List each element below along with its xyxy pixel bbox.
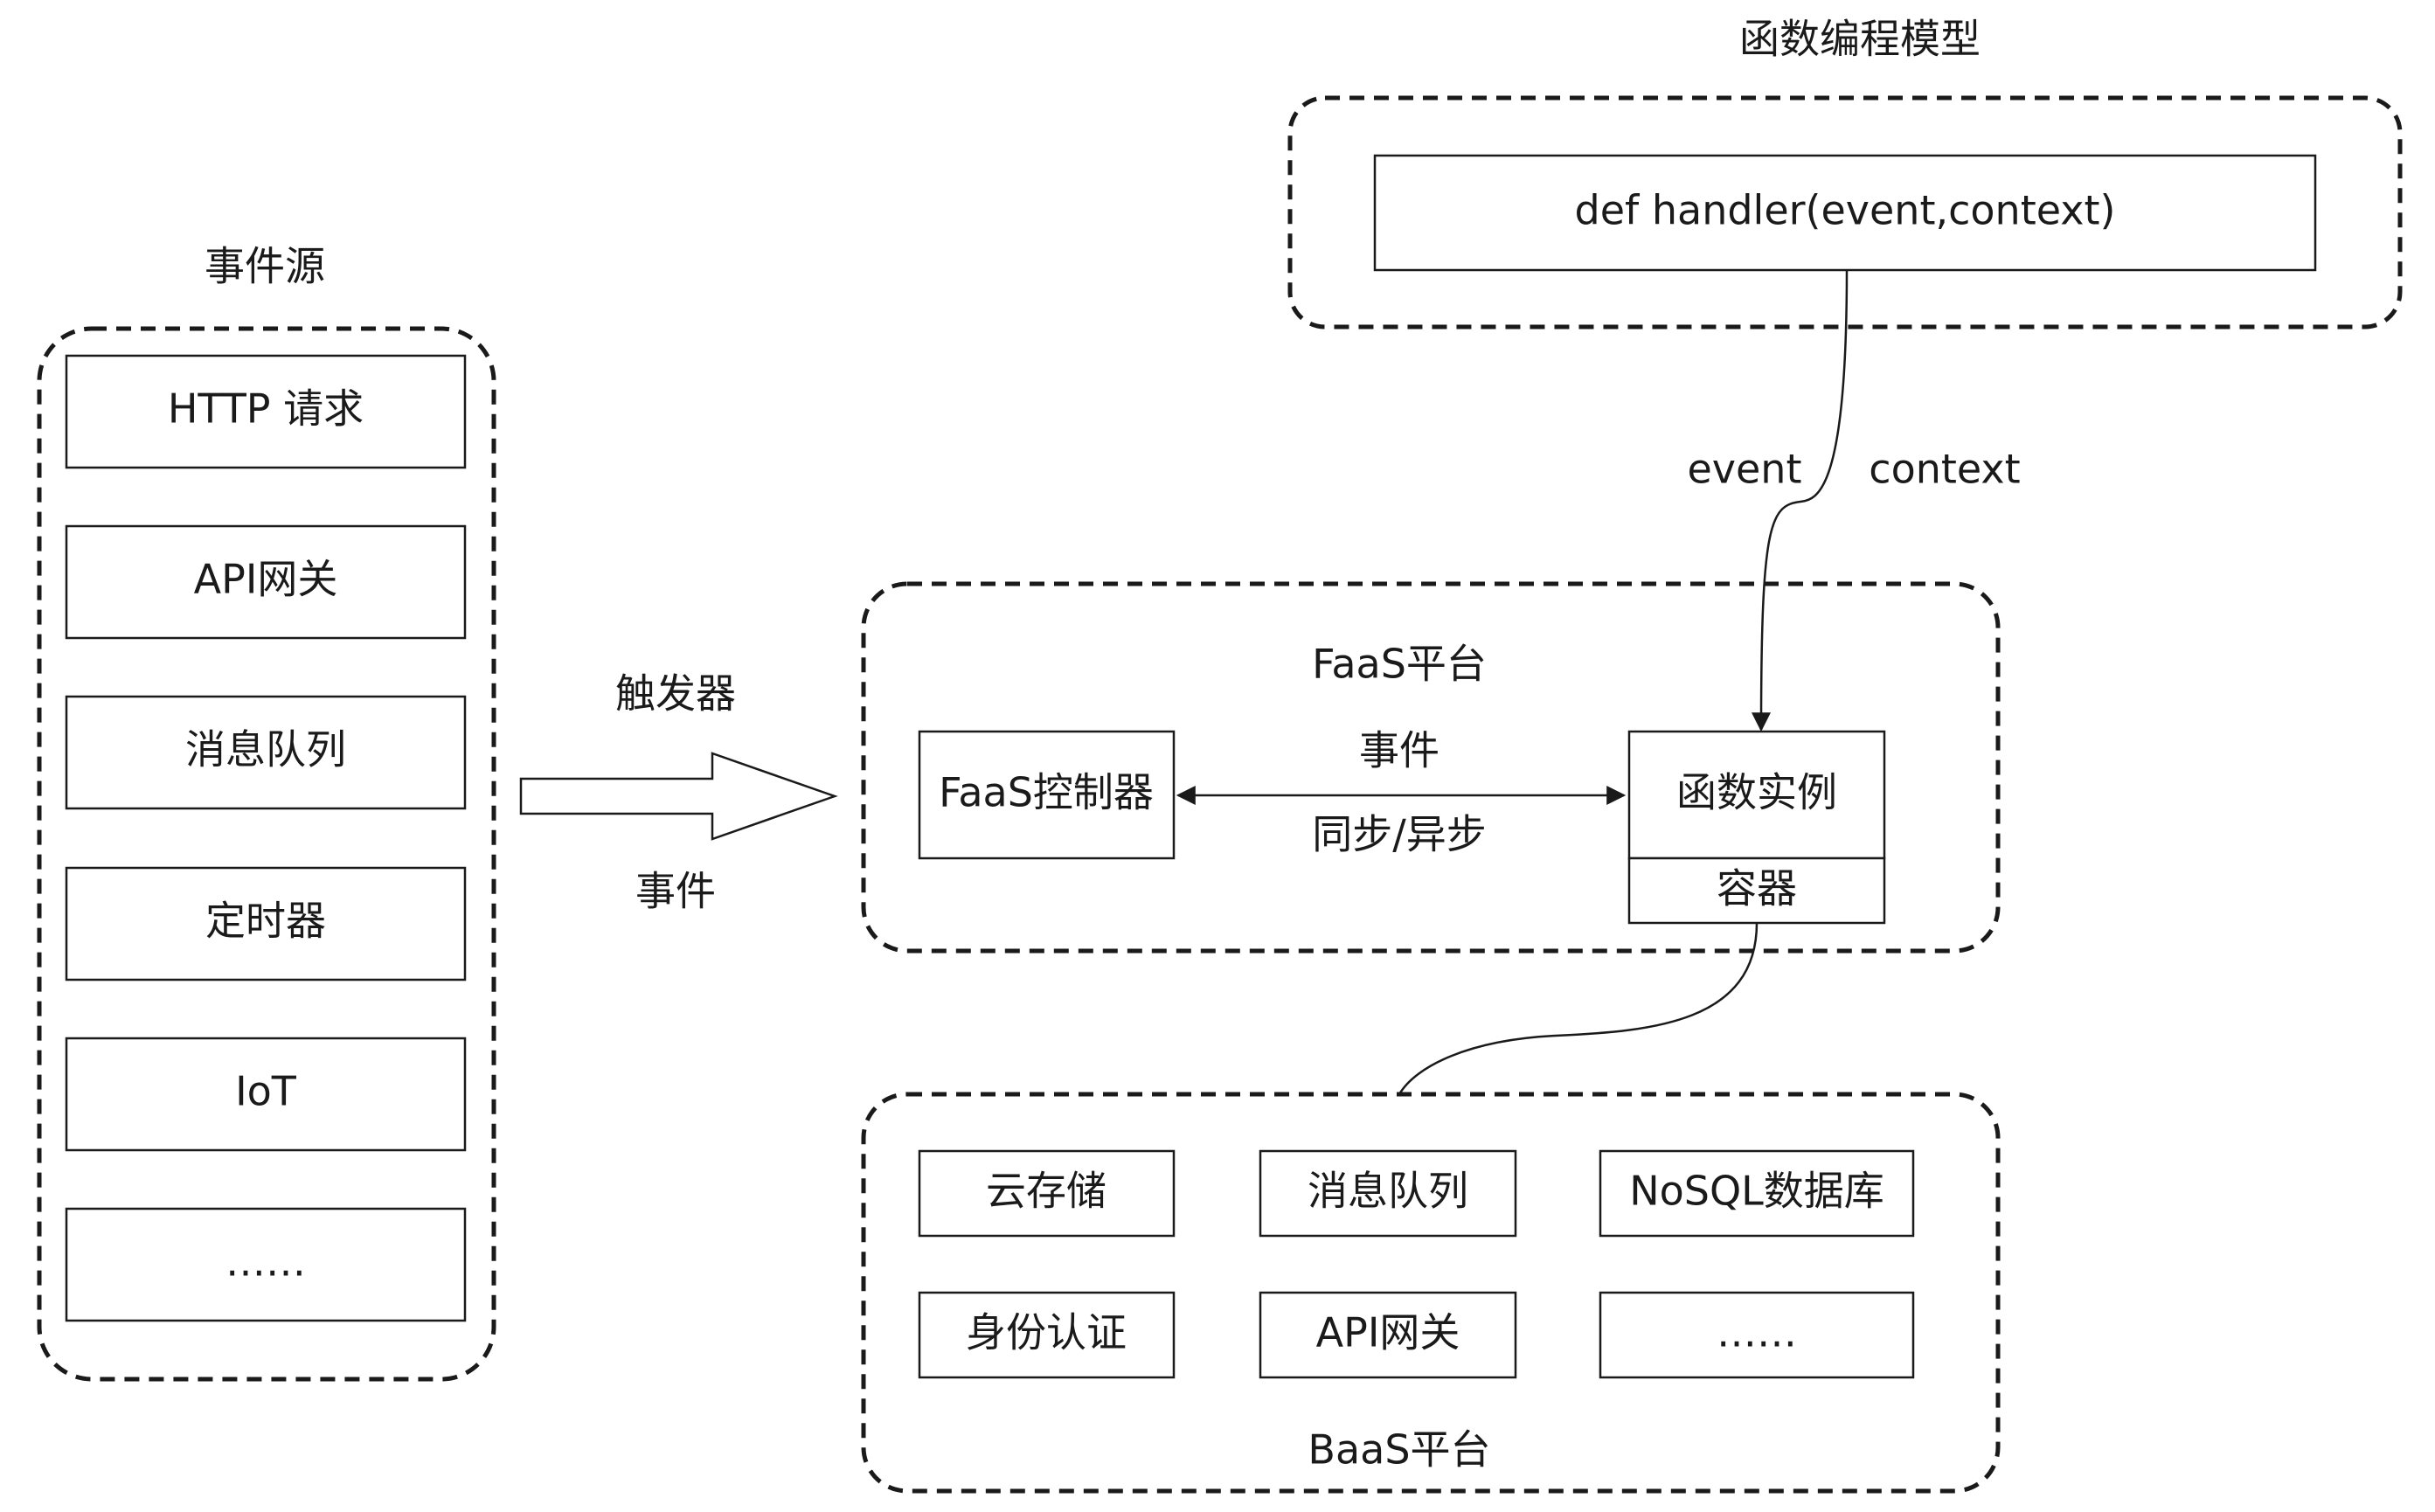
- handler-box: [1373, 154, 2317, 272]
- event-sources-group: 事件源 HTTP 请求 API网关 消息队列 定时器 IoT ……: [37, 243, 496, 1382]
- baas-platform-title: BaaS平台: [1308, 1426, 1490, 1474]
- source-more-box: [65, 1207, 467, 1322]
- faas-controller-label: FaaS控制器: [939, 769, 1154, 816]
- faas-link-mode-label: 同步/异步: [1312, 811, 1487, 858]
- faas-controller-box: [918, 730, 1176, 860]
- baas-nosql-box: [1599, 1149, 1915, 1238]
- programming-model-title: 函数编程模型: [1739, 16, 1981, 63]
- source-more-label: ……: [225, 1238, 306, 1286]
- baas-identity-label: 身份认证: [966, 1309, 1127, 1356]
- event-label: event: [1687, 446, 1801, 493]
- container-to-baas-connector: [1398, 922, 1759, 1095]
- context-label: context: [1869, 446, 2020, 493]
- faas-platform-group: FaaS平台 FaaS控制器 事件 同步/异步 函数实例 容器: [861, 581, 2001, 954]
- baas-more-box: [1599, 1291, 1915, 1379]
- function-instance-box: [1627, 730, 1886, 860]
- baas-platform-group: 云存储 消息队列 NoSQL数据库 身份认证 API网关 …… BaaS平台: [861, 1092, 2001, 1494]
- function-instance-label: 函数实例: [1676, 769, 1837, 816]
- source-timer-box: [65, 866, 467, 981]
- baas-more-label: ……: [1717, 1309, 1797, 1356]
- source-iot-label: IoT: [235, 1068, 297, 1115]
- source-api-gateway-box: [65, 524, 467, 640]
- event-sources-border: [37, 326, 496, 1382]
- baas-identity-box: [918, 1291, 1176, 1379]
- source-message-queue-box: [65, 695, 467, 810]
- trigger-group: 触发器 事件: [519, 670, 838, 915]
- source-iot-box: [65, 1037, 467, 1152]
- source-message-queue-label: 消息队列: [185, 726, 346, 773]
- trigger-label: 触发器: [615, 670, 736, 718]
- programming-model-group: 函数编程模型 def handler(event,context): [1287, 16, 2403, 329]
- trigger-arrow: [519, 752, 838, 841]
- faas-link-event-label: 事件: [1359, 727, 1439, 774]
- baas-message-queue-box: [1259, 1149, 1517, 1238]
- faas-platform-title: FaaS平台: [1312, 641, 1487, 688]
- source-api-gateway-label: API网关: [194, 556, 338, 603]
- baas-api-gateway-box: [1259, 1291, 1517, 1379]
- baas-cloud-storage-label: 云存储: [986, 1168, 1107, 1215]
- source-timer-label: 定时器: [205, 898, 326, 945]
- baas-api-gateway-label: API网关: [1316, 1309, 1460, 1356]
- handler-to-instance-connector: [1752, 269, 1849, 732]
- baas-cloud-storage-box: [918, 1149, 1176, 1238]
- baas-nosql-label: NoSQL数据库: [1629, 1168, 1884, 1215]
- source-http-label: HTTP 请求: [168, 385, 364, 433]
- faas-platform-border: [861, 581, 2001, 954]
- trigger-event-label: 事件: [635, 868, 716, 915]
- container-box: [1627, 857, 1886, 925]
- source-http-box: [65, 354, 467, 469]
- programming-model-border: [1287, 95, 2403, 329]
- event-sources-title: 事件源: [205, 243, 325, 290]
- container-label: 容器: [1717, 865, 1797, 912]
- baas-message-queue-label: 消息队列: [1308, 1168, 1468, 1215]
- handler-signature: def handler(event,context): [1575, 187, 2116, 234]
- baas-platform-border: [861, 1092, 2001, 1494]
